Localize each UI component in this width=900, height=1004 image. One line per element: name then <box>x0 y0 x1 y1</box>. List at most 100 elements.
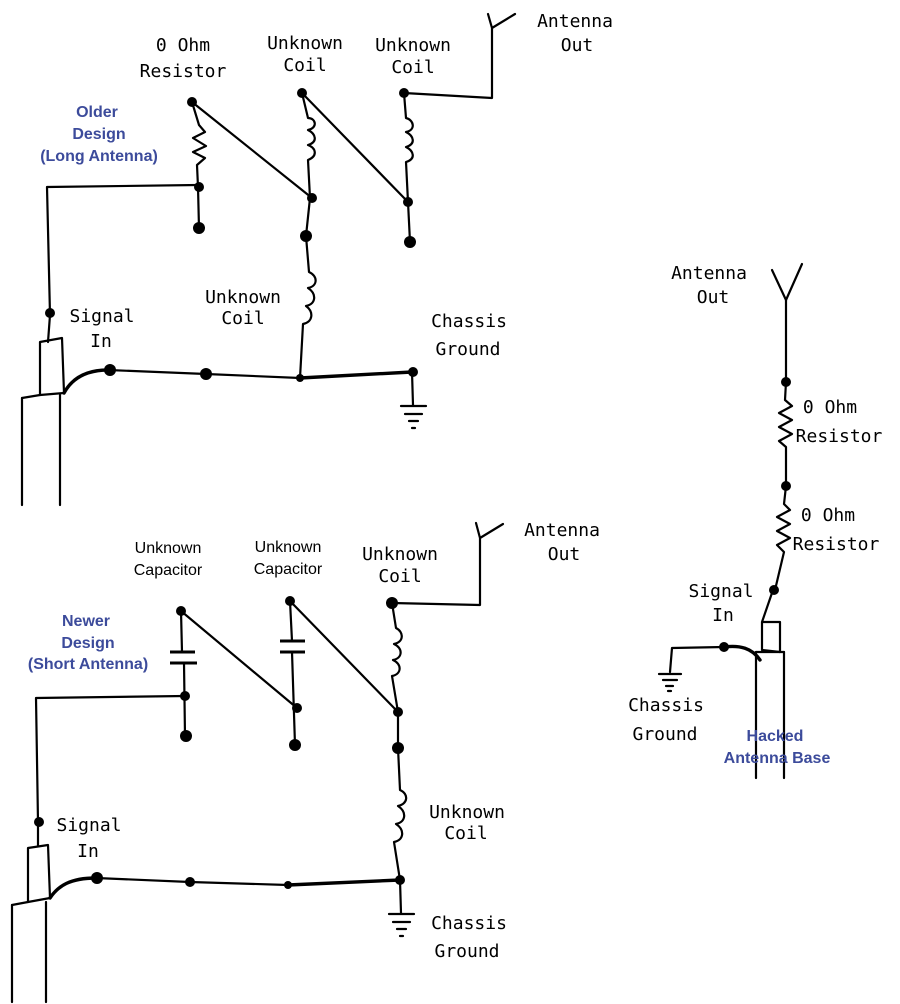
hacked-resistor2-label-l1: 0 Ohm <box>801 505 855 526</box>
newer-node-cap1-bottom <box>180 691 190 701</box>
older-coil2-label-l1: Unknown <box>375 35 451 56</box>
newer-ground-symbol <box>387 878 416 938</box>
older-node-signal-pin <box>45 308 55 318</box>
newer-node-cap1-end <box>180 730 192 742</box>
newer-coil2-label-l2: Coil <box>444 823 487 844</box>
older-node-coil2-top <box>399 88 409 98</box>
newer-node-cap2-bottom <box>292 703 302 713</box>
hacked-node-mid <box>781 481 791 491</box>
newer-ground-bus-right <box>286 878 402 887</box>
older-signal-label-l1: Signal <box>69 306 134 327</box>
older-coil1-label-l2: Coil <box>283 55 326 76</box>
newer-node-cap2-top <box>285 596 295 606</box>
older-design-circuit <box>20 12 517 507</box>
newer-cap1-label-l1: Unknown <box>135 540 202 557</box>
older-coil-2 <box>402 91 414 244</box>
older-note-l1: Older <box>76 104 118 121</box>
hacked-ground-symbol <box>657 672 683 693</box>
older-resistor-label-l2: Resistor <box>140 61 227 82</box>
hacked-signal-label-l2: In <box>712 605 734 626</box>
newer-node-signal-pin <box>34 817 44 827</box>
older-coil1-label-l1: Unknown <box>267 33 343 54</box>
older-coil-3 <box>298 234 317 380</box>
newer-coil-2 <box>392 746 408 882</box>
hacked-resistor-1 <box>777 298 794 488</box>
newer-antenna-label-l2: Out <box>548 544 581 565</box>
hacked-antenna-label-l1: Antenna <box>671 263 747 284</box>
older-coil-1 <box>300 91 316 238</box>
newer-coax-connector <box>10 843 52 1004</box>
hacked-note-l1: Hacked <box>747 728 804 745</box>
newer-coil2-label-l1: Unknown <box>429 802 505 823</box>
hacked-antenna <box>770 262 804 302</box>
older-resistor-label-l1: 0 Ohm <box>156 35 210 56</box>
older-ground-label-l2: Ground <box>435 339 500 360</box>
newer-cap2-label-l2: Capacitor <box>254 561 323 578</box>
hacked-ground-wire <box>668 645 726 674</box>
older-node-bus <box>200 368 212 380</box>
hacked-signal-lead <box>722 644 762 662</box>
hacked-resistor1-label-l1: 0 Ohm <box>803 397 857 418</box>
newer-coil1-label-l1: Unknown <box>362 544 438 565</box>
hacked-node-top <box>781 377 791 387</box>
older-ground-label-l1: Chassis <box>431 311 507 332</box>
newer-signal-wire <box>34 694 187 824</box>
newer-ground-label-l1: Chassis <box>431 913 507 934</box>
hacked-coax-connector <box>754 588 786 780</box>
newer-antenna-label-l1: Antenna <box>524 520 600 541</box>
older-ground-bus-right <box>298 370 414 380</box>
newer-note-l2: Design <box>61 635 114 652</box>
hacked-resistor-2 <box>773 484 792 592</box>
older-signal-pin <box>46 313 52 344</box>
older-antenna <box>402 12 517 100</box>
older-node-coil2-bottom <box>403 197 413 207</box>
older-resistor <box>190 100 208 230</box>
newer-coil1-label-l2: Coil <box>378 566 421 587</box>
newer-coil-1 <box>390 601 403 750</box>
older-signal-label-l2: In <box>90 331 112 352</box>
older-antenna-label-l1: Antenna <box>537 11 613 32</box>
hacked-ground-label-l2: Ground <box>632 724 697 745</box>
newer-signal-label-l2: In <box>77 841 99 862</box>
hacked-resistor1-label-l2: Resistor <box>796 426 883 447</box>
hacked-resistor2-label-l2: Resistor <box>793 534 880 555</box>
newer-node-bus-2 <box>284 881 292 889</box>
older-link-2 <box>300 91 410 204</box>
older-link-1 <box>190 100 314 200</box>
hacked-node-signal <box>769 585 779 595</box>
newer-capacitor-1 <box>170 609 197 738</box>
newer-cap1-label-l2: Capacitor <box>134 562 203 579</box>
newer-node-signal-lead <box>91 872 103 884</box>
newer-node-cap1-top <box>176 606 186 616</box>
older-node-resistor-bottom <box>194 182 204 192</box>
older-node-coil1-bottom <box>307 193 317 203</box>
newer-capacitor-2 <box>280 599 305 747</box>
older-note-l2: Design <box>72 126 125 143</box>
newer-node-bus <box>185 877 195 887</box>
older-coil3-label-l1: Unknown <box>205 287 281 308</box>
newer-node-coil1-top <box>386 597 398 609</box>
older-node-resistor-end <box>193 222 205 234</box>
newer-node-coil2-top <box>392 742 404 754</box>
hacked-ground-label-l1: Chassis <box>628 695 704 716</box>
older-coil2-label-l2: Coil <box>391 57 434 78</box>
older-signal-wire <box>45 183 200 317</box>
hacked-design-circuit <box>657 262 804 780</box>
older-node-ground <box>408 367 418 377</box>
newer-node-ground <box>395 875 405 885</box>
newer-link-2 <box>288 599 400 714</box>
hacked-signal-label-l1: Signal <box>688 581 753 602</box>
older-node-coil2-end <box>404 236 416 248</box>
older-node-resistor-top <box>187 97 197 107</box>
older-node-signal-lead <box>104 364 116 376</box>
older-coil3-label-l2: Coil <box>221 308 264 329</box>
newer-signal-lead <box>48 876 98 900</box>
older-signal-lead <box>62 368 110 395</box>
newer-note-l3: (Short Antenna) <box>28 656 148 673</box>
newer-node-cap2-end <box>289 739 301 751</box>
older-node-coil1-top <box>297 88 307 98</box>
newer-note-l1: Newer <box>62 613 110 630</box>
newer-antenna <box>390 521 505 607</box>
